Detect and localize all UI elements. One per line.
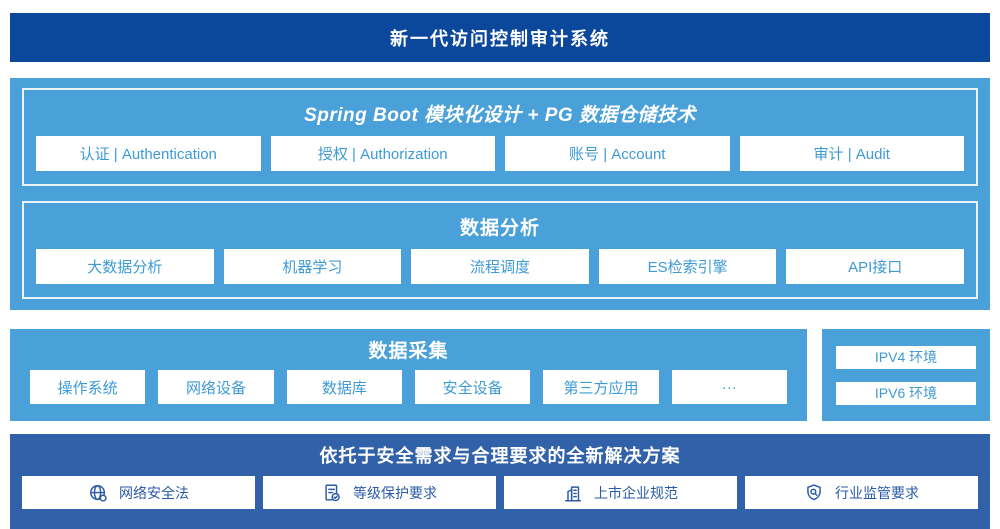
source-security-device: 安全设备	[414, 370, 531, 404]
solution-industry-regulation: 行业监管要求	[745, 476, 978, 509]
module-api-interface: API接口	[786, 249, 964, 284]
building-icon	[563, 483, 583, 503]
module-es-search-engine: ES检索引擎	[598, 249, 777, 284]
data-collection-row: 数据采集 操作系统 网络设备 数据库 安全设备 第三方应用 ··· IPV4 环…	[10, 329, 990, 421]
source-third-party-app: 第三方应用	[543, 370, 659, 404]
springboot-module-row: 认证 | Authentication 授权 | Authorization 账…	[36, 136, 964, 171]
solution-classified-protection: 等级保护要求	[263, 476, 496, 509]
environment-section: IPV4 环境 IPV6 环境	[822, 329, 990, 421]
data-analysis-title: 数据分析	[459, 218, 540, 239]
springboot-section: Spring Boot 模块化设计 + PG 数据仓储技术 认证 | Authe…	[22, 88, 978, 186]
solution-item-label: 上市企业规范	[594, 484, 678, 501]
module-bigdata-analysis: 大数据分析	[36, 249, 214, 284]
data-collection-title: 数据采集	[368, 341, 449, 362]
solution-title: 依托于安全需求与合理要求的全新解决方案	[319, 446, 681, 466]
platform-section: Spring Boot 模块化设计 + PG 数据仓储技术 认证 | Authe…	[10, 78, 990, 310]
data-analysis-section: 数据分析 大数据分析 机器学习 流程调度 ES检索引擎 API接口	[22, 201, 978, 299]
page-title: 新一代访问控制审计系统	[390, 28, 610, 49]
data-source-row: 操作系统 网络设备 数据库 安全设备 第三方应用 ···	[30, 370, 787, 404]
solution-listed-company-standard: 上市企业规范	[504, 476, 737, 509]
module-process-scheduling: 流程调度	[411, 249, 589, 284]
document-check-icon	[322, 483, 342, 503]
system-header: 新一代访问控制审计系统	[10, 13, 990, 62]
data-collection-section: 数据采集 操作系统 网络设备 数据库 安全设备 第三方应用 ···	[10, 329, 807, 421]
solution-section: 依托于安全需求与合理要求的全新解决方案 网络安全法 等级保护要求 上市企业规范 …	[10, 434, 990, 529]
module-machine-learning: 机器学习	[223, 249, 402, 284]
module-authorization: 授权 | Authorization	[270, 136, 495, 171]
source-operating-system: 操作系统	[30, 370, 146, 404]
springboot-section-title: Spring Boot 模块化设计 + PG 数据仓储技术	[304, 105, 696, 126]
solution-item-label: 网络安全法	[119, 484, 189, 501]
shield-search-icon	[804, 483, 824, 503]
module-audit: 审计 | Audit	[739, 136, 964, 171]
solution-cybersecurity-law: 网络安全法	[22, 476, 255, 509]
source-network-device: 网络设备	[158, 370, 274, 404]
solution-item-label: 等级保护要求	[353, 484, 437, 501]
env-ipv6: IPV6 环境	[836, 381, 976, 405]
module-authentication: 认证 | Authentication	[36, 136, 261, 171]
module-account: 账号 | Account	[505, 136, 730, 171]
env-ipv4: IPV4 环境	[836, 345, 976, 369]
solution-item-label: 行业监管要求	[835, 484, 919, 501]
globe-icon	[88, 483, 108, 503]
source-more-ellipsis: ···	[671, 370, 787, 404]
data-analysis-module-row: 大数据分析 机器学习 流程调度 ES检索引擎 API接口	[36, 249, 964, 284]
source-database: 数据库	[286, 370, 402, 404]
solution-row: 网络安全法 等级保护要求 上市企业规范 行业监管要求	[22, 476, 978, 509]
